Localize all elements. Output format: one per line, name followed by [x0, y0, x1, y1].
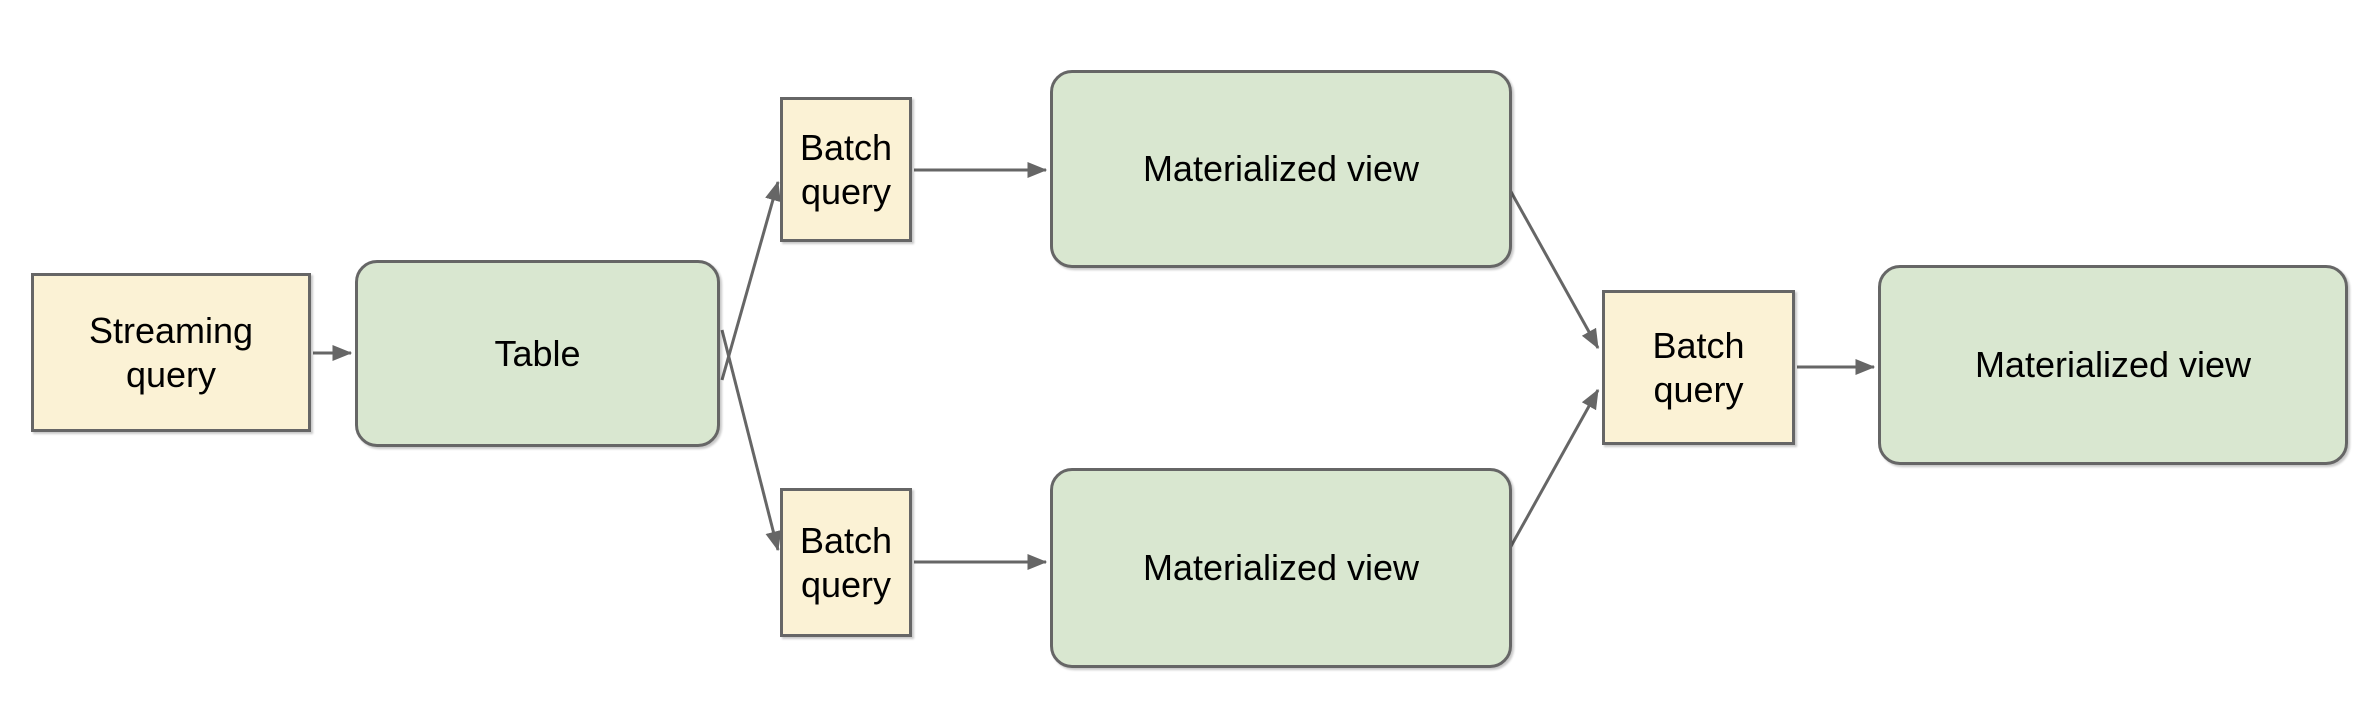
node-batch-query-top[interactable]: Batch query — [780, 97, 912, 242]
node-label-batch-query-right: Batch query — [1652, 324, 1745, 410]
edge-table-to-batch-query-top — [720, 180, 781, 381]
node-label-table: Table — [494, 332, 581, 374]
node-table[interactable]: Table — [355, 260, 720, 447]
node-materialized-view-top[interactable]: Materialized view — [1050, 70, 1512, 268]
node-label-materialized-view-bottom: Materialized view — [1142, 547, 1420, 589]
node-materialized-view-bottom[interactable]: Materialized view — [1050, 468, 1512, 668]
node-label-materialized-view-top: Materialized view — [1142, 148, 1420, 190]
node-streaming-query[interactable]: Streaming query — [31, 273, 311, 432]
node-materialized-view-right[interactable]: Materialized view — [1878, 265, 2348, 465]
node-label-batch-query-bottom: Batch query — [799, 519, 893, 605]
node-batch-query-bottom[interactable]: Batch query — [780, 488, 912, 637]
node-batch-query-right[interactable]: Batch query — [1602, 290, 1795, 445]
node-label-materialized-view-right: Materialized view — [1974, 344, 2252, 386]
node-label-streaming-query: Streaming query — [88, 309, 254, 395]
edge-table-to-batch-query-bottom — [720, 329, 782, 552]
edge-materialized-view-bottom-to-batch-query-right — [1498, 388, 1600, 567]
node-label-batch-query-top: Batch query — [799, 126, 893, 212]
edge-materialized-view-top-to-batch-query-right — [1498, 171, 1600, 350]
